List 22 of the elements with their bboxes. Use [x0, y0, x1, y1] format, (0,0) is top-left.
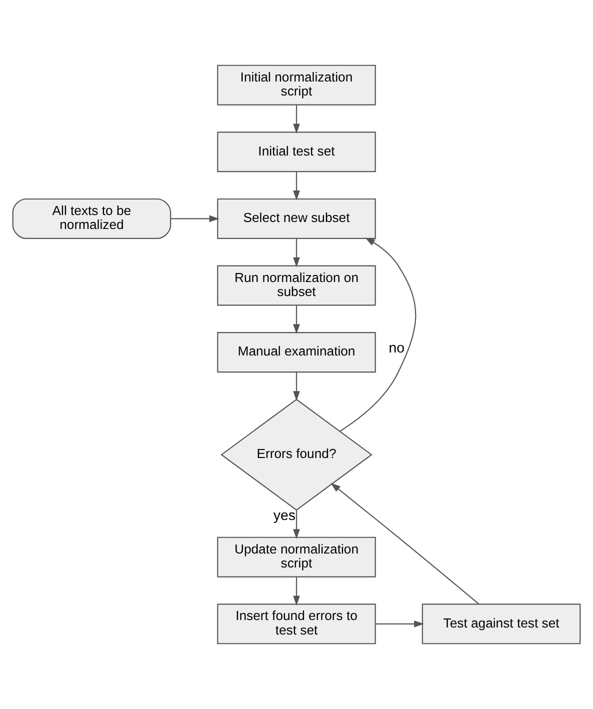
node-box: Initial test set	[217, 132, 376, 172]
arrow	[293, 305, 300, 334]
node-box: Test against test set	[422, 604, 581, 644]
edge-label: no	[388, 340, 405, 356]
arrow	[376, 620, 424, 628]
arrow	[293, 238, 300, 268]
arrow	[330, 482, 480, 604]
node-box: Initial normalization script	[217, 64, 376, 106]
node-box: Update normalization script	[217, 536, 376, 578]
arrow	[293, 104, 300, 134]
arrow	[293, 576, 300, 606]
arrow	[170, 215, 220, 222]
node-diamond: Errors found?	[220, 398, 372, 511]
node-box: All texts to be normalized	[12, 198, 172, 239]
node-box: Run normalization on subset	[217, 265, 376, 306]
node-box: Insert found errors to test set	[217, 604, 376, 644]
arrow	[293, 510, 300, 539]
arrow	[340, 238, 416, 432]
arrow	[293, 372, 300, 401]
arrow	[293, 172, 300, 200]
node-box: Select new subset	[217, 198, 376, 239]
node-box: Manual examination	[217, 332, 376, 373]
